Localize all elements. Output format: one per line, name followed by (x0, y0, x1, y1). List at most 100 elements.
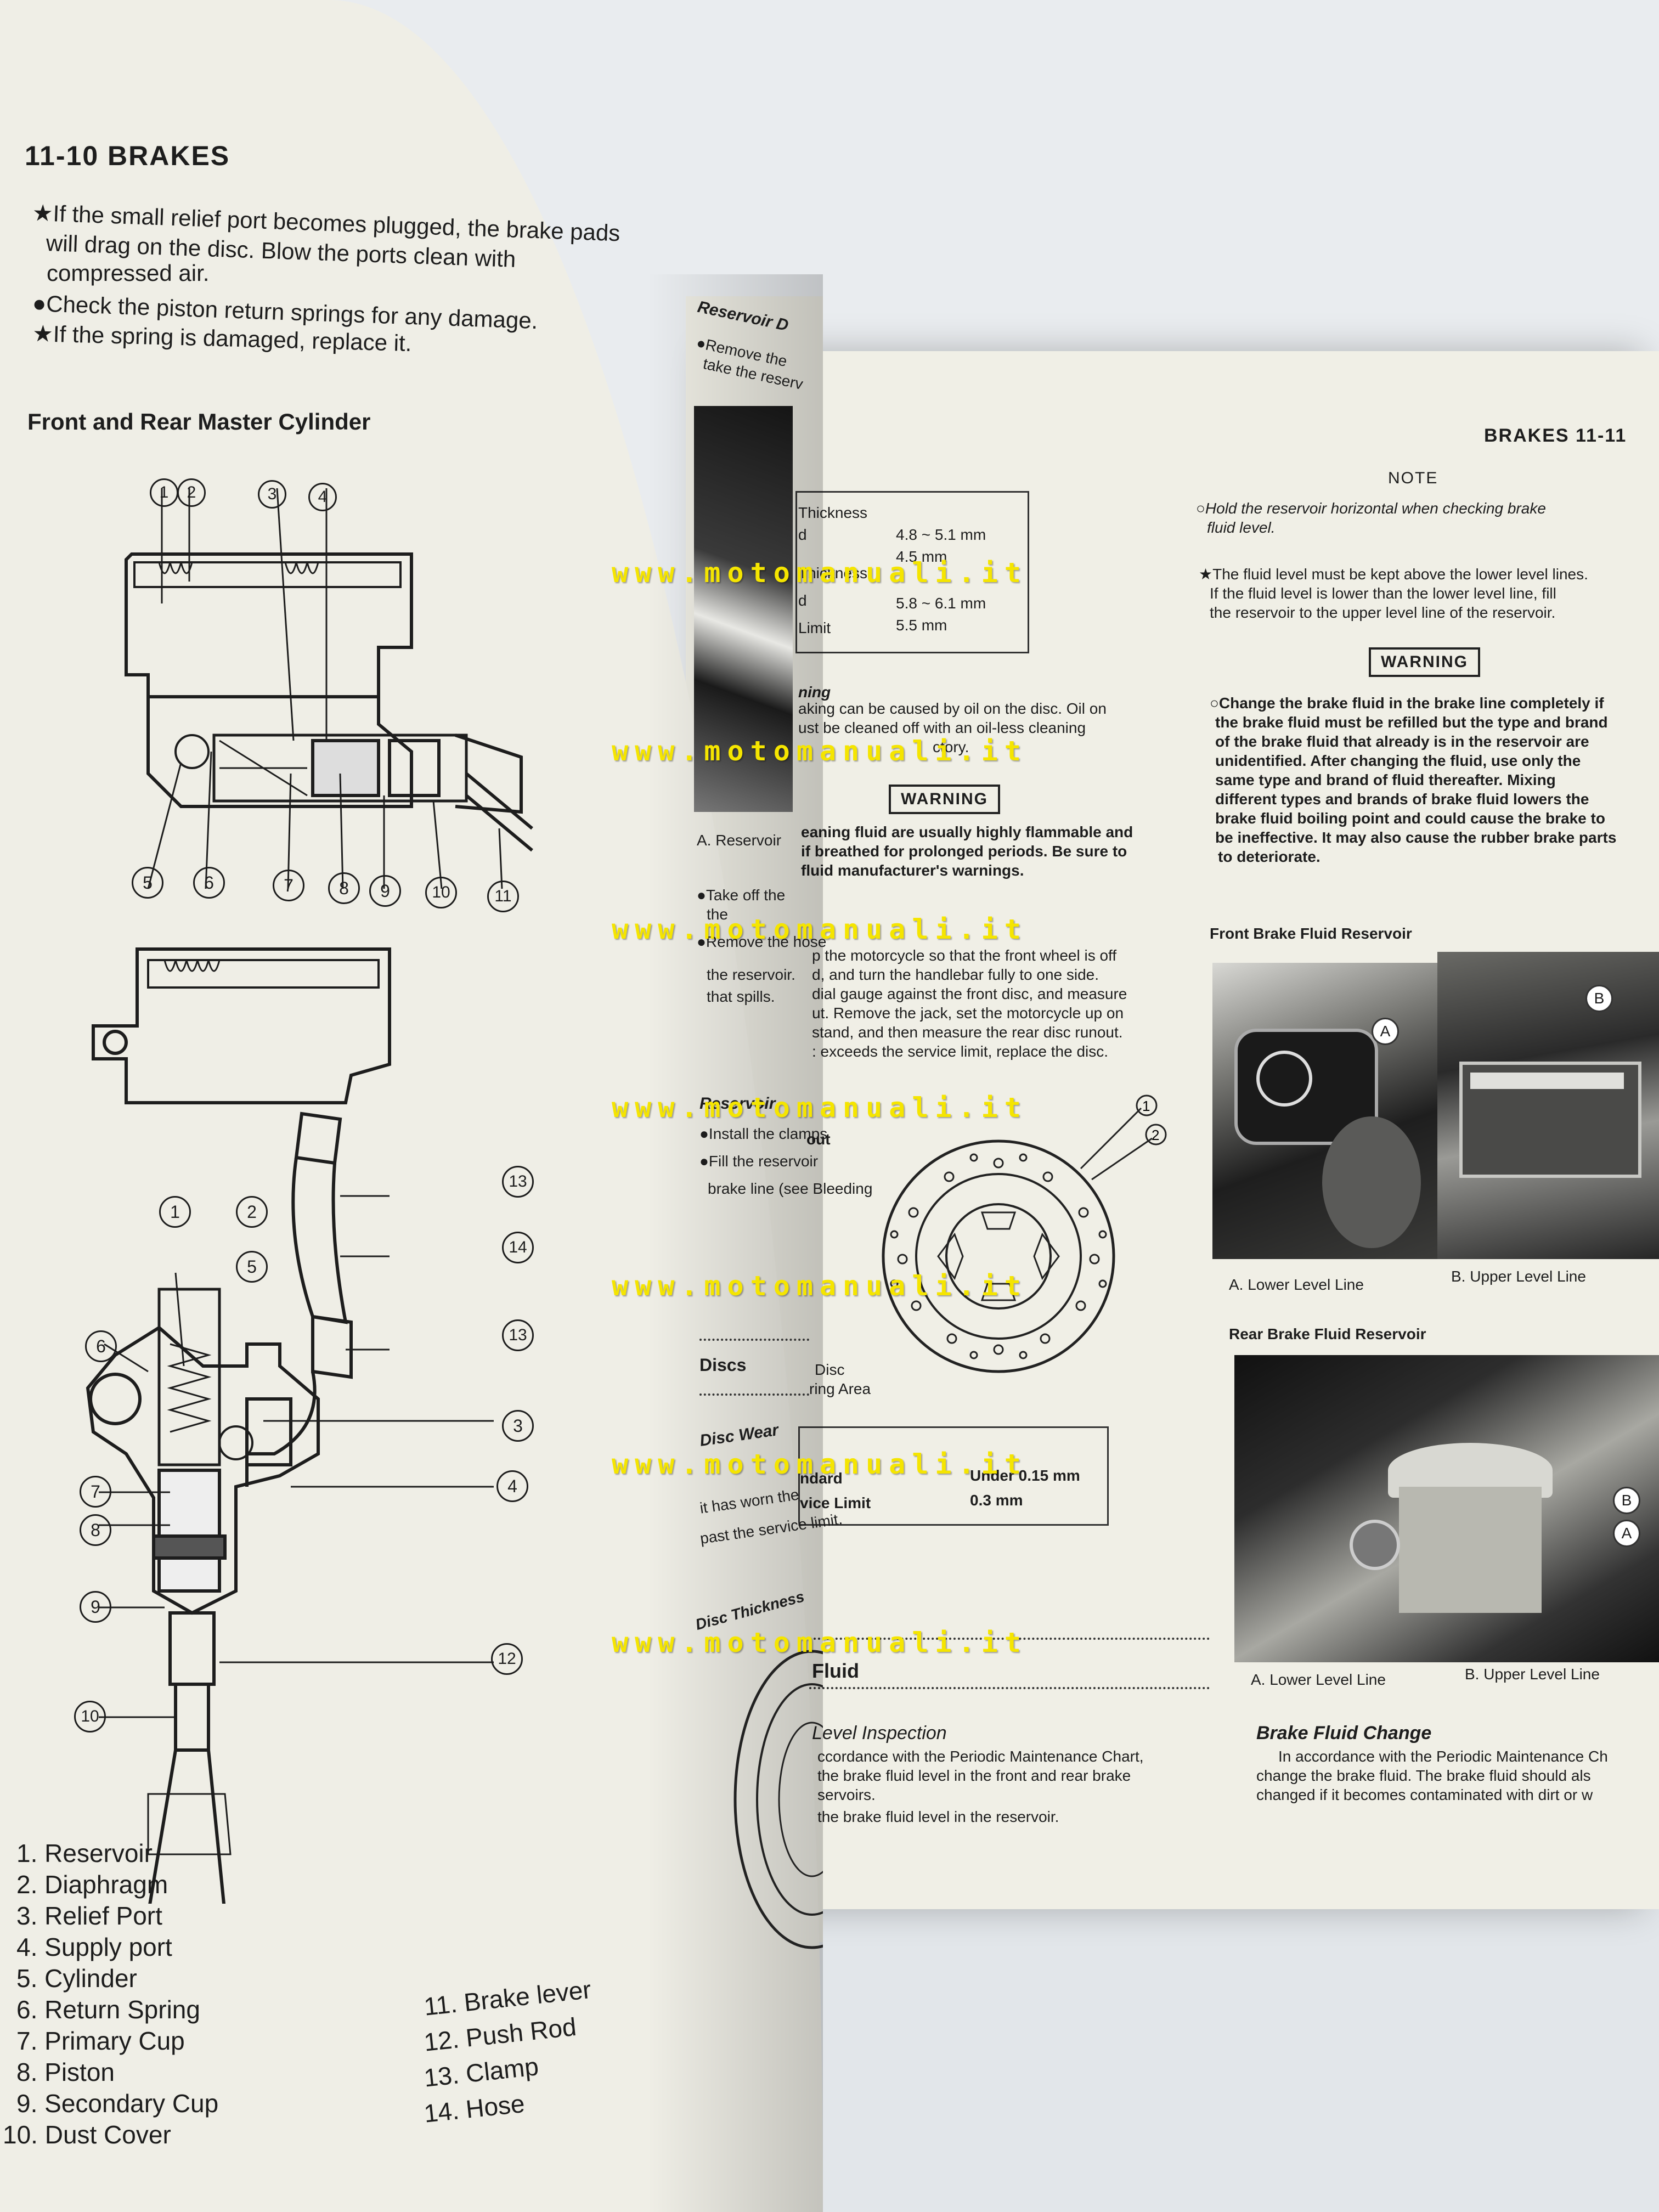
master-cylinder-diagram (86, 488, 533, 1904)
section-divider (809, 1687, 1210, 1689)
text-line: : exceeds the service limit, replace the… (812, 1043, 1109, 1060)
callout-10: 10 (74, 1701, 106, 1733)
warning-label-1: WARNING (889, 785, 1000, 814)
text-fragment: brake line (see Bleeding (708, 1180, 873, 1197)
spec-value: Under 0.15 mm (970, 1467, 1080, 1484)
callout-5: 5 (132, 867, 163, 899)
reservoir-photo (694, 406, 793, 812)
section-heading: ning (798, 683, 831, 702)
text-line: of the brake fluid that already is in th… (1215, 733, 1589, 750)
callout-8: 8 (328, 872, 360, 904)
disc-caption: Disc (815, 1361, 845, 1378)
disc-caption: ring Area (809, 1380, 871, 1397)
watermark-text: www.motomanuali.it (612, 1627, 1028, 1658)
rear-reservoir-photo: B A (1234, 1355, 1659, 1662)
section-divider (699, 1339, 809, 1341)
watermark-text: www.motomanuali.it (612, 1092, 1028, 1124)
text-line: brake fluid boiling point and could caus… (1215, 810, 1605, 827)
fluid-heading: Fluid (812, 1660, 859, 1682)
callout-2: 2 (177, 478, 206, 507)
photo-caption: A. Lower Level Line (1229, 1276, 1364, 1293)
callout-12: 12 (491, 1643, 523, 1675)
watermark-text: www.motomanuali.it (612, 1448, 1028, 1480)
text-line: ○Change the brake fluid in the brake lin… (1210, 695, 1604, 712)
text-line: changed if it becomes contaminated with … (1256, 1786, 1593, 1803)
watermark-text: www.motomanuali.it (612, 735, 1028, 767)
text-line: if breathed for prolonged periods. Be su… (801, 843, 1127, 860)
text-fragment: that spills. (707, 988, 775, 1005)
runout-heading: out (806, 1130, 831, 1149)
legend-item: 10. Dust Cover (3, 2120, 171, 2149)
figure-title: Front and Rear Master Cylinder (27, 409, 371, 435)
photo-label-b: B (1613, 1487, 1640, 1514)
callout-4: 4 (308, 483, 337, 511)
spec-label: Limit (798, 619, 831, 637)
disc-runout-spec-table: ndard Under 0.15 mm vice Limit 0.3 mm (798, 1426, 1109, 1526)
text-line: servoirs. (817, 1786, 876, 1803)
legend-item: 5. Cylinder (16, 1964, 137, 1993)
photo-caption: B. Upper Level Line (1451, 1268, 1586, 1285)
right-page-header: BRAKES 11-11 (1484, 425, 1627, 446)
fluid-change-heading: Brake Fluid Change (1256, 1723, 1432, 1743)
level-inspection-heading: Level Inspection (812, 1723, 947, 1743)
text-line: d, and turn the handlebar fully to one s… (812, 966, 1099, 983)
text-line: ○Hold the reservoir horizontal when chec… (1196, 500, 1546, 517)
text-line: unidentified. After changing the fluid, … (1215, 752, 1581, 769)
text-line: different types and brands of brake flui… (1215, 791, 1589, 808)
callout-4: 4 (496, 1470, 528, 1502)
text-fragment: ●Fill the reservoir (699, 1153, 819, 1170)
disc-thickness-diagram (733, 1650, 823, 1949)
text-line: If the fluid level is lower than the low… (1210, 585, 1556, 602)
callout-1: 1 (150, 478, 178, 507)
callout-6: 6 (85, 1330, 117, 1362)
legend-item: 1. Reservoir (16, 1839, 153, 1867)
text-line: the reservoir to the upper level line of… (1210, 604, 1556, 621)
text-line: dial gauge against the front disc, and m… (812, 985, 1127, 1002)
text-line: to deteriorate. (1218, 848, 1321, 865)
callout-3: 3 (258, 480, 286, 509)
note-label: NOTE (1388, 469, 1438, 487)
text-fragment: A. Reservoir (697, 832, 782, 849)
disc-thickness-spec-table: Thickness d 4.8 ~ 5.1 mm 4.5 mm Thicknes… (795, 491, 1029, 653)
text-line: same type and brand of fluid thereafter.… (1215, 771, 1556, 788)
left-page-header: 11-10 BRAKES (25, 140, 230, 171)
spec-label: d (798, 591, 807, 610)
spec-value: 4.5 mm (896, 548, 947, 565)
text-line: compressed air. (47, 260, 210, 286)
text-line: be ineffective. It may also cause the ru… (1215, 829, 1617, 846)
text-line: ust be cleaned off with an oil-less clea… (798, 719, 1086, 736)
watermark-text: www.motomanuali.it (612, 913, 1028, 945)
text-fragment: the reservoir. (707, 966, 795, 983)
callout-6: 6 (193, 867, 225, 899)
watermark-text: www.motomanuali.it (612, 1270, 1028, 1302)
front-reservoir-title: Front Brake Fluid Reservoir (1210, 925, 1412, 942)
photo-label-a: A (1372, 1018, 1399, 1045)
text-fragment: the (707, 906, 728, 923)
callout-1: 1 (159, 1196, 191, 1228)
text-line: change the brake fluid. The brake fluid … (1256, 1767, 1591, 1784)
photo-caption: B. Upper Level Line (1465, 1666, 1600, 1683)
front-reservoir-photo-a: A (1212, 963, 1448, 1259)
section-divider (809, 1638, 1210, 1640)
spec-value: 0.3 mm (970, 1492, 1023, 1509)
legend-item: 8. Piston (16, 2058, 115, 2086)
spec-value: 5.8 ~ 6.1 mm (896, 595, 986, 612)
callout-13: 13 (502, 1166, 534, 1198)
text-line: the brake fluid must be refilled but the… (1215, 714, 1608, 731)
text-line: fluid level. (1207, 519, 1276, 536)
spec-label: d (798, 526, 807, 544)
front-reservoir-photo-b: B (1437, 952, 1659, 1259)
callout-9: 9 (369, 875, 401, 907)
text-line: stand, and then measure the rear disc ru… (812, 1024, 1123, 1041)
spec-label: ndard (800, 1469, 843, 1488)
callout-9: 9 (80, 1591, 111, 1623)
callout-7: 7 (80, 1476, 111, 1508)
callout-11: 11 (487, 881, 519, 912)
callout-3: 3 (502, 1410, 534, 1442)
disc-label-1: 1 (1142, 1098, 1150, 1114)
callout-5: 5 (236, 1251, 268, 1283)
text-fragment: Reservoir (699, 1094, 776, 1113)
text-line: ut. Remove the jack, set the motorcycle … (812, 1005, 1124, 1022)
spec-label: Thickness (798, 504, 868, 521)
photo-label-a: A (1613, 1520, 1640, 1547)
